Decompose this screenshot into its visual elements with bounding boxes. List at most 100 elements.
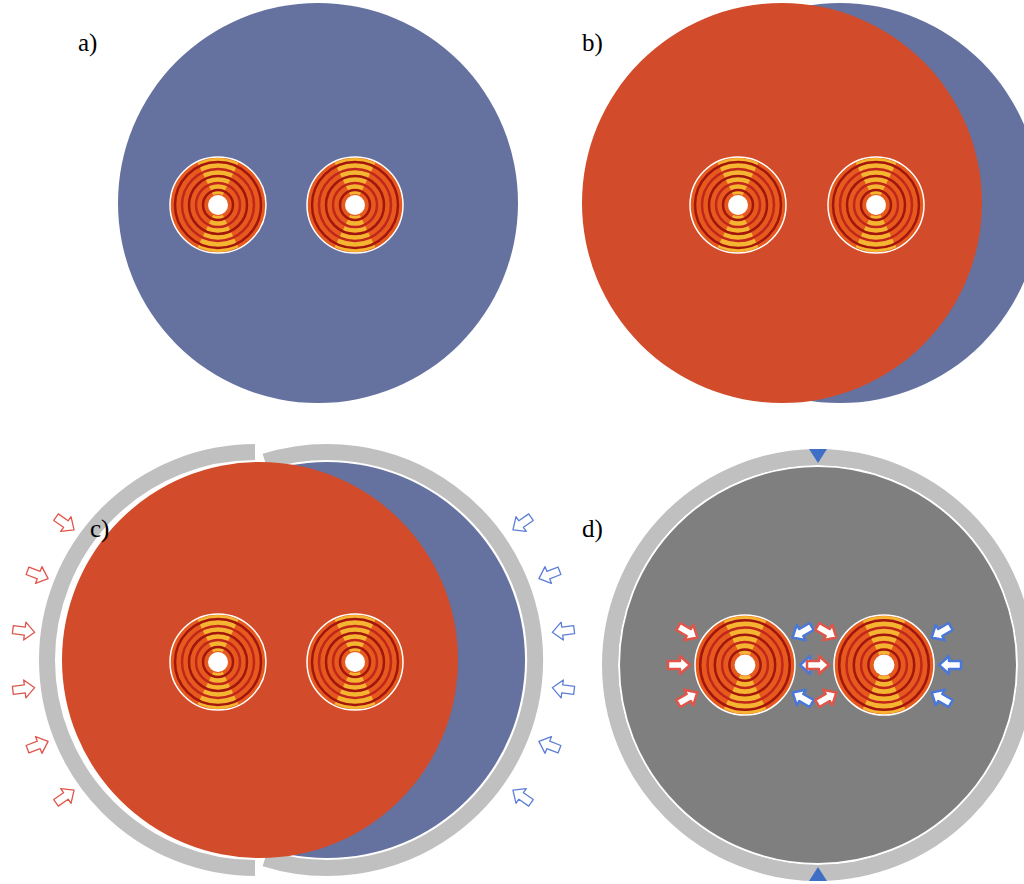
pressure-arrow — [927, 619, 955, 646]
pressure-arrow — [788, 619, 816, 646]
cable-layer — [833, 162, 919, 248]
cable-layer — [189, 633, 247, 691]
panel-label: b) — [582, 30, 603, 55]
cable-layer — [182, 169, 254, 241]
pressure-arrows — [12, 510, 961, 810]
pressure-arrow — [813, 619, 841, 646]
cable-layer — [319, 169, 391, 241]
pressure-arrow — [674, 685, 702, 712]
cable-layer — [840, 169, 912, 241]
housing — [610, 457, 1024, 873]
support-marker — [809, 449, 827, 463]
cable-layer — [319, 626, 391, 698]
cable-layer — [723, 190, 753, 220]
cable-layer — [333, 183, 377, 227]
cable-layer — [854, 183, 898, 227]
pressure-arrow — [508, 783, 536, 810]
cable-layer — [203, 647, 233, 677]
pressure-arrow — [24, 562, 51, 587]
pressure-arrow — [939, 656, 961, 674]
panel-label: a) — [78, 30, 97, 55]
cable-layer — [175, 619, 261, 705]
conductor-core — [728, 195, 748, 215]
cable-layer — [868, 649, 899, 680]
cable-body — [690, 157, 786, 253]
cable-layer — [854, 635, 914, 695]
conductor-core — [866, 195, 886, 215]
cable-layer — [326, 633, 384, 691]
cable-section — [695, 615, 795, 715]
cable-layer — [196, 640, 240, 684]
cable-layer — [175, 162, 261, 248]
pressure-arrow — [24, 733, 51, 758]
cable-layer — [715, 635, 775, 695]
cable-section — [834, 615, 934, 715]
cable-section — [307, 614, 403, 710]
cable-layer — [847, 628, 922, 703]
cables — [170, 157, 934, 715]
cable-body — [170, 614, 266, 710]
cable-layer — [312, 162, 398, 248]
cable-body — [307, 614, 403, 710]
cable-layer — [729, 649, 760, 680]
cable-layer — [709, 176, 767, 234]
housing-edge — [619, 466, 1017, 864]
conductor-core — [874, 655, 895, 676]
pressure-arrow — [536, 562, 563, 587]
cable-layer — [861, 642, 907, 688]
cable-layer — [312, 619, 398, 705]
conductor-core — [208, 652, 228, 672]
pressure-arrow — [51, 783, 79, 810]
cable-layer — [702, 169, 774, 241]
pressure-arrow — [12, 621, 36, 642]
cable-body — [828, 157, 924, 253]
cable-body — [695, 615, 795, 715]
conductor-core — [345, 195, 365, 215]
cable-layer — [695, 162, 781, 248]
heated-region — [62, 462, 458, 858]
cable-layer — [847, 176, 905, 234]
pressure-arrow — [551, 679, 575, 700]
support-marker — [809, 867, 827, 881]
cable-layer — [700, 620, 790, 710]
cable-layer — [716, 183, 760, 227]
pressure-arrow — [551, 621, 575, 642]
panel-label: c) — [90, 516, 109, 541]
cable-layer — [333, 640, 377, 684]
cable-layer — [340, 190, 370, 220]
cable-section — [828, 157, 924, 253]
cable-layer — [326, 176, 384, 234]
heated-region — [582, 3, 982, 403]
cable-layer — [182, 626, 254, 698]
cable-section — [170, 614, 266, 710]
conductor-core — [208, 195, 228, 215]
cable-section — [307, 157, 403, 253]
cable-layer — [196, 183, 240, 227]
pressure-arrow — [813, 685, 841, 712]
pressure-arrow — [788, 685, 816, 712]
cable-layer — [722, 642, 768, 688]
outer-medium — [118, 3, 518, 403]
pressure-arrow — [807, 656, 829, 674]
cable-section — [170, 157, 266, 253]
pressure-arrow — [668, 656, 690, 674]
cable-layer — [203, 190, 233, 220]
cable-layer — [861, 190, 891, 220]
conductor-core — [735, 655, 756, 676]
cable-body — [170, 157, 266, 253]
cable-layer — [839, 620, 929, 710]
pressure-arrow — [508, 510, 536, 537]
cable-body — [307, 157, 403, 253]
pressure-arrow — [674, 619, 702, 646]
cable-section — [690, 157, 786, 253]
pressure-arrow — [536, 733, 563, 758]
conductor-core — [345, 652, 365, 672]
panel-label: d) — [582, 516, 603, 541]
cable-layer — [189, 176, 247, 234]
pressure-arrow — [927, 685, 955, 712]
cable-layer — [708, 628, 783, 703]
cable-layer — [340, 647, 370, 677]
cable-body — [834, 615, 934, 715]
